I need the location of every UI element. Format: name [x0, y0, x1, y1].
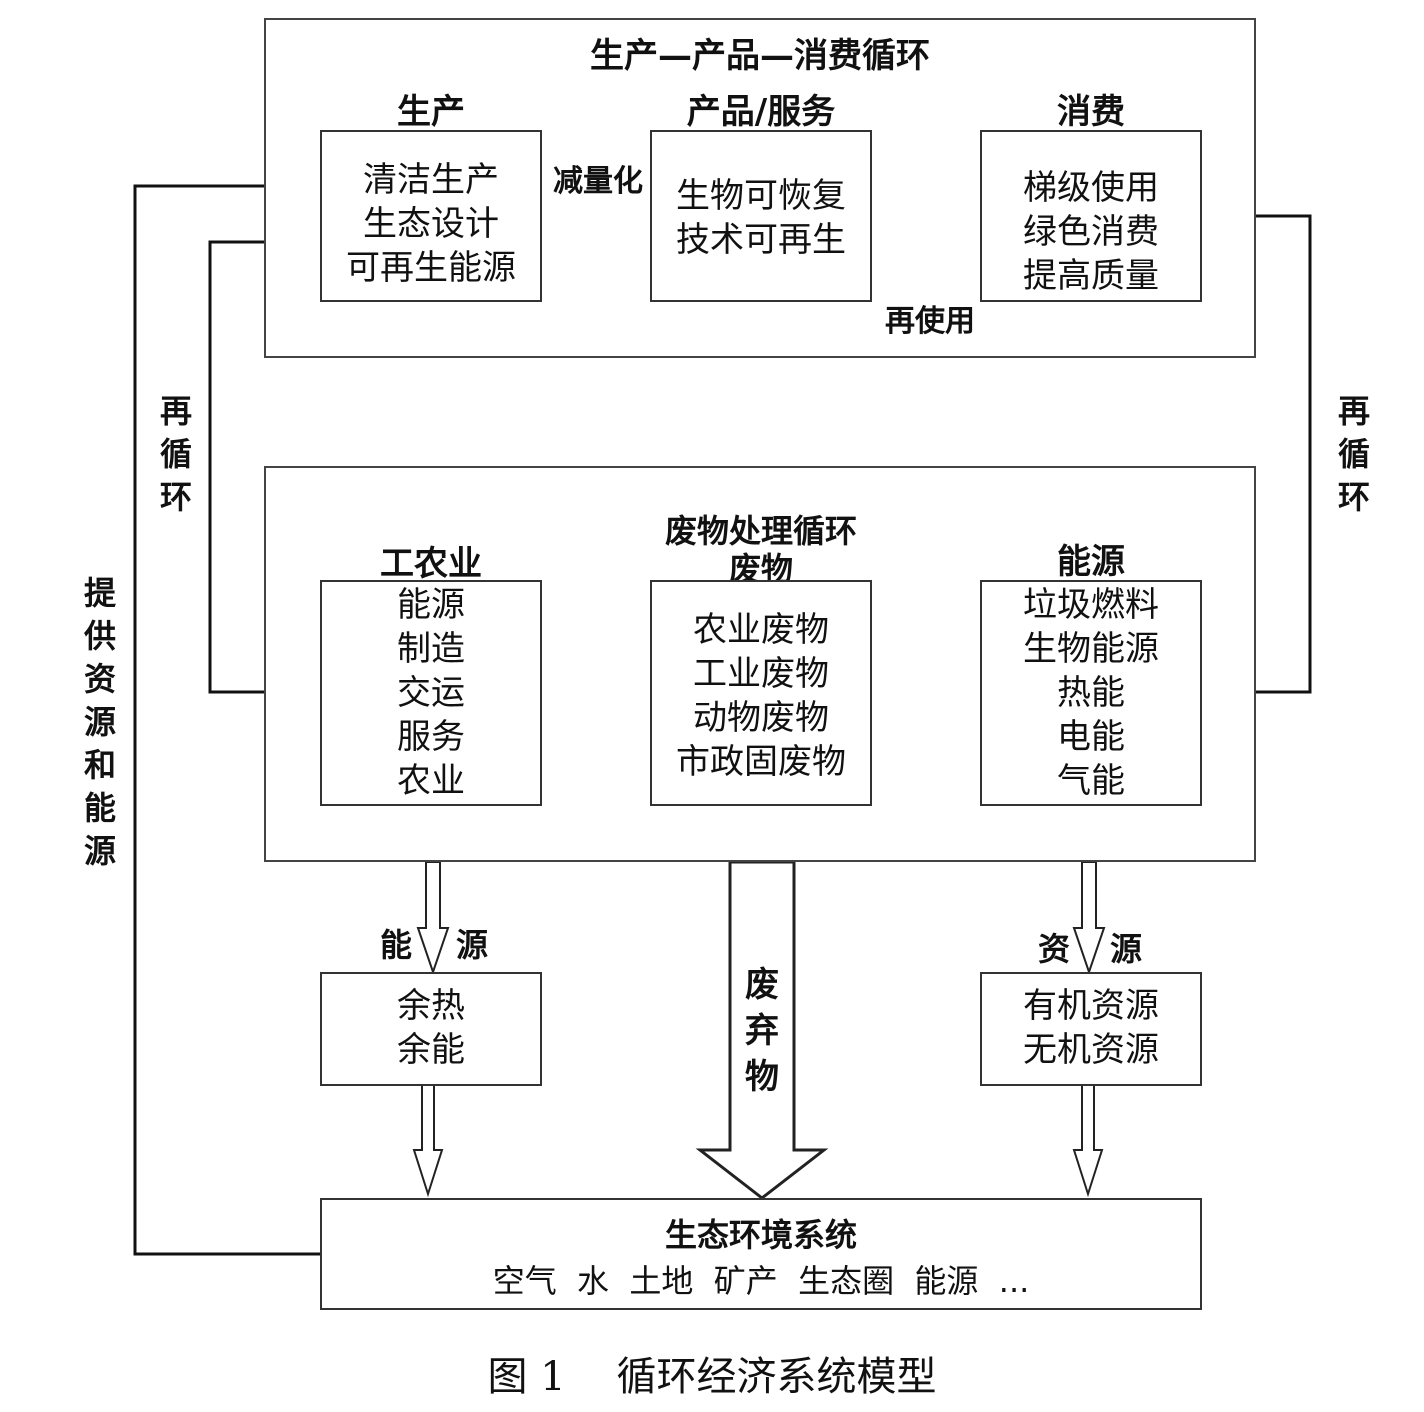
heat-box: 余热 余能 — [320, 972, 542, 1086]
consumption-item: 提高质量 — [1023, 256, 1159, 296]
ecosystem-items: 空气 水 土地 矿产 生态圈 能源 ... — [492, 1262, 1030, 1300]
resource-down-arrow — [1072, 861, 1106, 976]
waste-box: 农业废物 工业废物 动物废物 市政固废物 — [650, 580, 872, 806]
product-heading: 产品/服务 — [686, 92, 836, 132]
heat-item: 余热 — [397, 986, 465, 1026]
energy-item: 气能 — [1057, 761, 1125, 801]
consumption-item: 绿色消费 — [1023, 212, 1159, 252]
industry-item: 农业 — [397, 761, 465, 801]
energy-flow-label-right: 源 — [455, 926, 488, 964]
industry-item: 交运 — [397, 673, 465, 713]
energy-down-arrow — [416, 861, 450, 976]
waste-item: 工业废物 — [693, 654, 829, 694]
provide-resources-label: 提 供 资 源 和 能 源 — [83, 574, 116, 870]
energy-item: 热能 — [1057, 673, 1125, 713]
heat-item: 余能 — [397, 1030, 465, 1070]
resources-item: 无机资源 — [1023, 1030, 1159, 1070]
resource-flow-label-right: 源 — [1109, 930, 1142, 968]
top-cycle-title: 生产—产品—消费循环 — [590, 36, 930, 76]
heat-to-ecosystem-arrow — [412, 1083, 444, 1198]
reuse-label: 再使用 — [885, 304, 975, 339]
recycle-right-label: 再 循 环 — [1337, 392, 1370, 516]
resources-to-ecosystem-arrow — [1072, 1083, 1104, 1198]
product-box: 生物可恢复 技术可再生 — [650, 130, 872, 302]
energy-item: 垃圾燃料 — [1023, 585, 1159, 625]
waste-item: 市政固废物 — [676, 742, 846, 782]
resources-box: 有机资源 无机资源 — [980, 972, 1202, 1086]
consumption-box: 梯级使用 绿色消费 提高质量 — [980, 130, 1202, 302]
resource-flow-label-left: 资 — [1037, 930, 1070, 968]
reduce-label: 减量化 — [553, 164, 643, 199]
production-item: 清洁生产 — [363, 160, 499, 200]
production-heading: 生产 — [397, 92, 465, 132]
production-box: 清洁生产 生态设计 可再生能源 — [320, 130, 542, 302]
recycle-left-label: 再 循 环 — [159, 392, 192, 516]
ecosystem-title: 生态环境系统 — [664, 1216, 857, 1254]
energy-item: 电能 — [1057, 717, 1125, 757]
energy-item: 生物能源 — [1023, 629, 1159, 669]
industry-box: 能源 制造 交运 服务 农业 — [320, 580, 542, 806]
industry-heading: 工农业 — [380, 544, 482, 584]
consumption-heading: 消费 — [1057, 92, 1125, 132]
provide-resources-line — [133, 184, 320, 1256]
energy-box: 垃圾燃料 生物能源 热能 电能 气能 — [980, 580, 1202, 806]
waste-cycle-title: 废物处理循环 — [664, 512, 857, 550]
discard-big-arrow — [695, 860, 829, 1200]
waste-item: 农业废物 — [693, 610, 829, 650]
product-item: 生物可恢复 — [676, 176, 846, 216]
discard-label: 废 弃 物 — [745, 965, 779, 1097]
resources-item: 有机资源 — [1023, 986, 1159, 1026]
industry-item: 能源 — [397, 585, 465, 625]
energy-flow-label-left: 能 — [379, 926, 412, 964]
industry-item: 服务 — [397, 717, 465, 757]
consumption-item: 梯级使用 — [1023, 168, 1159, 208]
production-item: 生态设计 — [363, 204, 499, 244]
figure-caption: 图 1 循环经济系统模型 — [487, 1354, 937, 1400]
production-item: 可再生能源 — [346, 248, 516, 288]
waste-item: 动物废物 — [693, 698, 829, 738]
industry-item: 制造 — [397, 629, 465, 669]
energy-heading: 能源 — [1057, 542, 1125, 582]
ecosystem-box: 生态环境系统 空气 水 土地 矿产 生态圈 能源 ... — [320, 1198, 1202, 1310]
product-item: 技术可再生 — [676, 220, 846, 260]
